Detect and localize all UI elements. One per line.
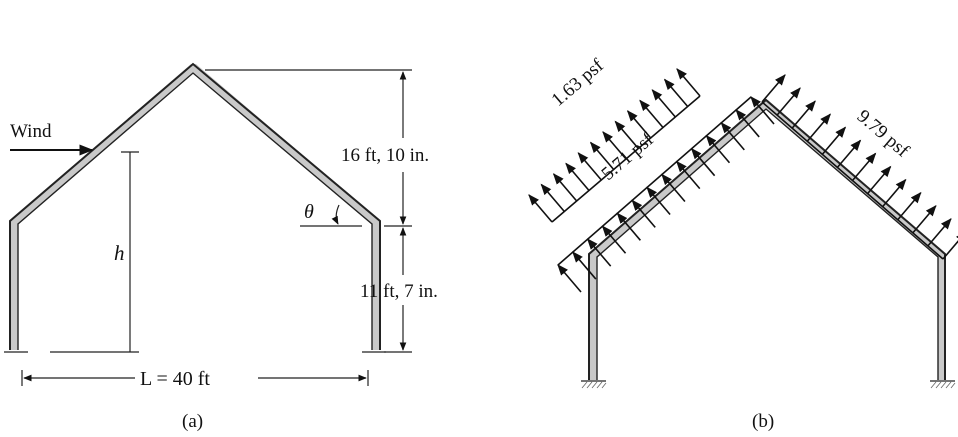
- figure-a: Wind h θ 16 ft, 10 in. 11 ft, 7 in. L = …: [4, 62, 438, 432]
- load-arrow: [646, 186, 671, 215]
- load-arrow: [602, 131, 627, 160]
- leeward-suction-label: 9.79 psf: [853, 106, 914, 162]
- figure-b: 1.63 psf 5.71 psf 9.79 psf (b): [528, 55, 958, 432]
- load-arrow: [586, 238, 612, 267]
- load-arrow: [639, 99, 664, 129]
- load-arrow: [601, 225, 627, 254]
- frame-a-outer: [9, 62, 381, 350]
- load-arrow: [836, 139, 862, 168]
- load-arrow: [661, 173, 686, 203]
- load-arrow: [616, 212, 641, 241]
- load-arrow: [750, 96, 775, 125]
- left-support-b: [581, 380, 607, 389]
- load-arrow: [791, 100, 816, 129]
- load-arrow: [528, 194, 553, 223]
- load-arrow: [577, 152, 602, 181]
- theta-arc: [331, 204, 340, 225]
- load-arrow: [776, 87, 801, 116]
- load-arrow: [626, 110, 652, 139]
- load-arrow: [882, 178, 907, 208]
- load-arrow: [540, 183, 565, 213]
- frame-b-inner: [596, 108, 939, 380]
- load-arrow: [866, 165, 892, 195]
- load-arrow: [761, 74, 786, 103]
- load-arrow: [565, 162, 590, 192]
- load-arrow: [552, 173, 578, 202]
- load-arrow: [735, 109, 760, 138]
- load-arrow: [806, 113, 831, 142]
- caption-a: (a): [182, 411, 203, 432]
- roof-height-label: 16 ft, 10 in.: [341, 145, 429, 166]
- load-arrow: [651, 89, 676, 118]
- load-arrow: [942, 231, 958, 260]
- theta-label: θ: [304, 201, 314, 223]
- load-arrow: [821, 126, 847, 155]
- h-label: h: [114, 241, 125, 265]
- load-arrow: [912, 204, 937, 234]
- load-arrow: [631, 199, 656, 228]
- load-arrow: [720, 121, 745, 151]
- load-arrow: [589, 141, 615, 171]
- load-arrow: [705, 134, 731, 164]
- windward-pressure-load: [557, 96, 775, 293]
- windward-suction-label: 1.63 psf: [548, 55, 609, 111]
- wind-label: Wind: [10, 121, 52, 142]
- load-arrow: [614, 120, 639, 150]
- load-arrow: [676, 68, 701, 97]
- frame-a-fill: [10, 64, 380, 350]
- frame-a-inner: [17, 72, 373, 350]
- load-arrow: [557, 264, 582, 293]
- load-arrow: [897, 191, 922, 221]
- right-support-b: [930, 380, 956, 389]
- caption-b: (b): [752, 411, 774, 432]
- span-label: L = 40 ft: [140, 368, 210, 390]
- load-arrow: [663, 78, 689, 108]
- load-arrow: [572, 251, 597, 280]
- windward-suction-load: [528, 68, 701, 223]
- leeward-suction-load: [761, 74, 958, 260]
- load-arrow: [851, 152, 877, 182]
- load-arrow: [676, 160, 701, 190]
- frame-b-outer: [588, 98, 946, 380]
- load-arrow: [927, 218, 952, 247]
- load-base-line: [557, 96, 752, 266]
- load-arrow: [690, 147, 716, 177]
- wall-height-label: 11 ft, 7 in.: [360, 281, 438, 302]
